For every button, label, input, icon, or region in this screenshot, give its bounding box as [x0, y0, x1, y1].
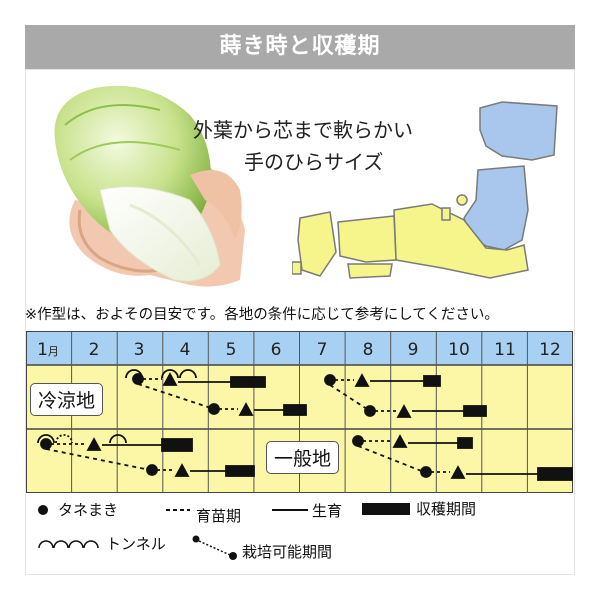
month-label-9: 9: [408, 340, 419, 360]
tagline-line-2: 手のひらサイズ: [244, 150, 384, 174]
month-label-1: 1月: [37, 340, 59, 360]
cool-crop-a: [125, 369, 307, 416]
region-label-general: 一般地: [266, 441, 340, 474]
region-label-cool: 冷涼地: [30, 383, 104, 416]
legend-harvest: 収穫期間: [416, 500, 477, 518]
month-label-11: 11: [494, 340, 516, 360]
month-label-7: 7: [317, 340, 328, 360]
legend-sowing: タネまき: [58, 501, 119, 519]
tunnel-arc-icon: [38, 540, 99, 549]
seedling-dash-icon: [166, 509, 190, 511]
tagline-line-1: 外葉から芯まで軟らかい: [193, 118, 413, 142]
month-label-12: 12: [539, 340, 561, 360]
general-crop-a: [37, 434, 255, 477]
legend: タネまき 育苗期 生育 収穫期間 トンネル 栽培可能期間: [36, 497, 576, 567]
page-title: 蒔き時と収穫期: [219, 34, 381, 59]
month-label-2: 2: [89, 340, 100, 360]
legend-seedling: 育苗期: [196, 507, 242, 525]
japan-map: [292, 101, 558, 279]
month-label-3: 3: [134, 340, 145, 360]
month-label-5: 5: [226, 340, 237, 360]
sowing-calendar: 1月 2 3 4 5 6 7 8 9 10 11 12: [26, 331, 573, 493]
sowing-dot-icon: [38, 505, 48, 515]
month-label-4: 4: [180, 340, 191, 360]
legend-possible: 栽培可能期間: [242, 543, 333, 561]
month-label-6: 6: [271, 340, 282, 360]
month-label-10: 10: [448, 340, 470, 360]
content-frame: [25, 69, 575, 575]
growing-line-icon: [272, 509, 308, 511]
title-bar: [25, 25, 575, 69]
legend-tunnel: トンネル: [106, 535, 166, 553]
month-label-8: 8: [363, 340, 374, 360]
legend-growing: 生育: [312, 502, 343, 520]
possible-period-icon: [192, 535, 237, 560]
harvest-bar-icon: [362, 503, 410, 515]
cabbage-photo: [54, 85, 245, 287]
disclaimer-note: ※作型は、およその目安です。各地の条件に応じて参考にしてください。: [25, 307, 499, 323]
cool-crop-b: [324, 373, 487, 418]
general-crop-b: [352, 434, 573, 481]
